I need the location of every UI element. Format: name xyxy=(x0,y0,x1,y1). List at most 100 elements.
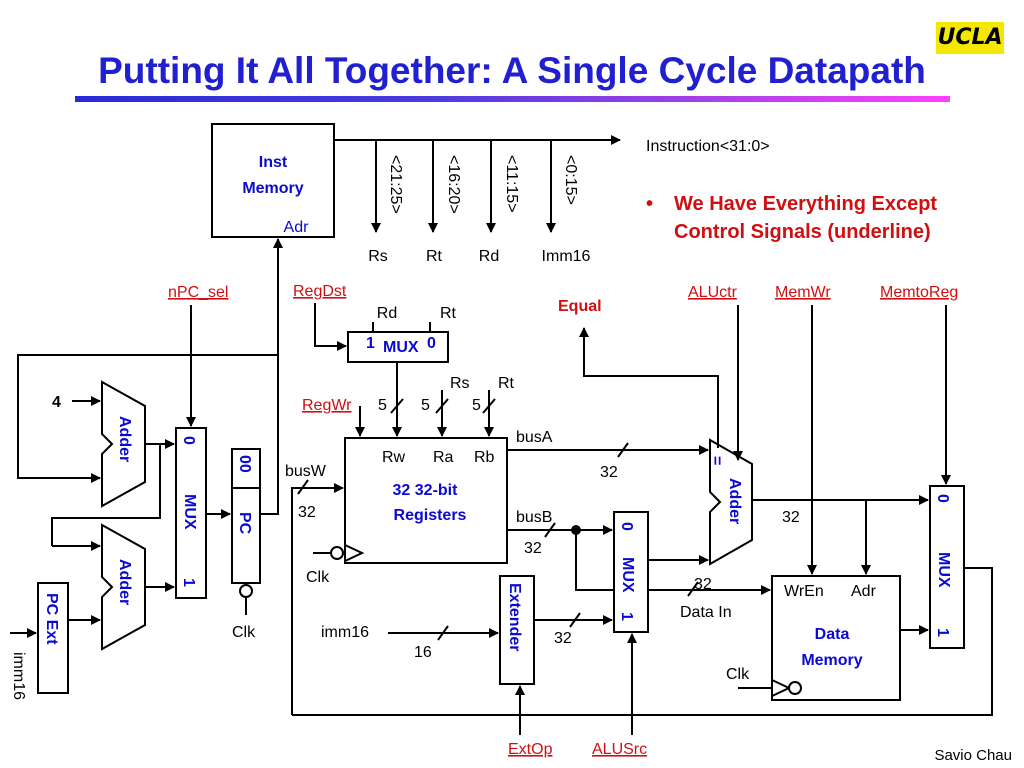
imm16-width: 16 xyxy=(414,644,432,661)
extender: Extender xyxy=(499,575,535,685)
alu-eq: = xyxy=(708,456,725,465)
dmem-label-1: Data xyxy=(815,626,850,643)
alu: Adder = xyxy=(708,438,753,566)
equal-wire xyxy=(579,327,719,448)
field-name-imm16: Imm16 xyxy=(542,248,591,265)
constant-four: 4 xyxy=(52,394,61,411)
wb-mux-in1: 1 xyxy=(934,628,951,637)
pc-logic: 4 Adder Adder 0 MUX 1 00 PC Clk PC Ext i… xyxy=(10,238,283,700)
pc-clock-bubble xyxy=(239,584,253,598)
adder-top-label: Adder xyxy=(116,416,133,462)
ext-out-width: 32 xyxy=(554,630,572,647)
bullet-text: We Have Everything Except Control Signal… xyxy=(674,193,938,243)
ra-slash xyxy=(435,398,449,414)
field-name-rd: Rd xyxy=(479,248,499,265)
pc-label: PC xyxy=(236,512,253,535)
adder-bottom-label: Adder xyxy=(116,559,133,605)
aluctr-control: ALUctr xyxy=(688,284,738,301)
memtoreg-control: MemtoReg xyxy=(880,284,958,301)
rb-slash xyxy=(482,398,496,414)
busa-label: busA xyxy=(516,429,553,446)
busw-wire xyxy=(291,483,344,715)
pc-ext-shape xyxy=(37,582,69,694)
pc-bits: 00 xyxy=(236,455,253,473)
alusrc-mux: 0 MUX 1 xyxy=(613,511,649,633)
bullet-dot-icon: • xyxy=(646,193,654,215)
busb-slash xyxy=(544,522,556,538)
page-title: Putting It All Together: A Single Cycle … xyxy=(98,50,926,91)
dmem-clock-bubble xyxy=(788,681,802,695)
imm16-label: imm16 xyxy=(321,624,369,641)
regdst-control-wire xyxy=(314,303,347,351)
rt-label: Rt xyxy=(498,375,515,392)
dmem-label-2: Memory xyxy=(801,652,862,669)
pc-mux-in1: 1 xyxy=(180,578,197,587)
instruction-fields: <21:25> <16:20> <11:15> <0:15> Rs Rt Rd … xyxy=(368,140,591,265)
regdst-mux-in-rd: Rd xyxy=(377,305,397,322)
reg-label-2: Registers xyxy=(394,507,467,524)
busb-label: busB xyxy=(516,509,552,526)
pc-ext-label: PC Ext xyxy=(43,593,60,645)
rw-slash xyxy=(390,398,404,414)
alu-label: Adder xyxy=(726,478,743,524)
field-range-imm16: <0:15> xyxy=(562,155,579,205)
author-footer: Savio Chau xyxy=(934,747,1012,764)
data-memory: WrEn Adr Data Memory Clk xyxy=(726,575,901,701)
reg-rb: Rb xyxy=(474,449,495,466)
memwr-control: MemWr xyxy=(775,284,831,301)
reg-label-1: 32 32-bit xyxy=(393,482,459,499)
pc-clk: Clk xyxy=(232,624,256,641)
pc-mux-label: MUX xyxy=(181,494,198,530)
busw-width: 32 xyxy=(298,504,316,521)
extender-label: Extender xyxy=(506,583,523,651)
pc-register-shape xyxy=(231,448,261,584)
wb-mux-label: MUX xyxy=(935,552,952,588)
rw-width: 5 xyxy=(378,397,387,414)
pc-mux-shape xyxy=(175,427,207,599)
register-file: Rw Ra Rb 32 32-bit Registers Clk xyxy=(306,437,508,586)
rs-label: Rs xyxy=(450,375,470,392)
field-range-rs: <21:25> xyxy=(387,155,404,214)
regdst-mux-label: MUX xyxy=(383,339,419,356)
wb-mux-in0: 0 xyxy=(934,494,951,503)
busa-slash xyxy=(617,442,629,458)
regdst-control: RegDst xyxy=(293,283,347,300)
dmem-clk: Clk xyxy=(726,666,750,683)
title-underline xyxy=(75,96,950,102)
equal-label: Equal xyxy=(558,298,602,315)
inst-memory: Inst Memory Adr xyxy=(211,123,335,238)
reg-rw: Rw xyxy=(382,449,406,466)
imm16-slash xyxy=(437,625,449,641)
ext-out-slash xyxy=(569,612,581,628)
field-range-rd: <11:15> xyxy=(503,155,520,213)
bullet-note: • We Have Everything Except Control Sign… xyxy=(646,190,990,246)
field-name-rs: Rs xyxy=(368,248,388,265)
regdst-mux: 1 MUX 0 Rd Rt xyxy=(347,305,457,363)
adder-top-shape xyxy=(101,380,146,508)
inst-memory-label-2: Memory xyxy=(242,180,303,197)
alu-shape xyxy=(709,438,753,566)
ra-width: 5 xyxy=(421,397,430,414)
pc-imm16: imm16 xyxy=(10,652,27,700)
alusrc-mux-label: MUX xyxy=(619,557,636,593)
busb-width: 32 xyxy=(524,540,542,557)
reg-clock-bubble xyxy=(330,546,344,560)
extop-control: ExtOp xyxy=(508,741,553,758)
busa-width: 32 xyxy=(600,464,618,481)
pc4-to-adder-bottom xyxy=(51,444,161,546)
regwr-control: RegWr xyxy=(302,397,352,414)
inst-memory-adr: Adr xyxy=(284,219,310,236)
rb-width: 5 xyxy=(472,397,481,414)
alusrc-mux-in1: 1 xyxy=(618,612,635,621)
field-range-rt: <16:20> xyxy=(445,155,462,214)
writeback-wire xyxy=(292,567,993,716)
alusrc-control: ALUSrc xyxy=(592,741,647,758)
wb-mux: 0 MUX 1 xyxy=(929,485,965,649)
data-in-slash xyxy=(687,581,699,597)
pc-mux-in0: 0 xyxy=(180,436,197,445)
regdst-mux-in-rt: Rt xyxy=(440,305,457,322)
instruction-label: Instruction<31:0> xyxy=(646,138,770,155)
data-in-label: Data In xyxy=(680,604,732,621)
dmem-wren: WrEn xyxy=(784,583,824,600)
